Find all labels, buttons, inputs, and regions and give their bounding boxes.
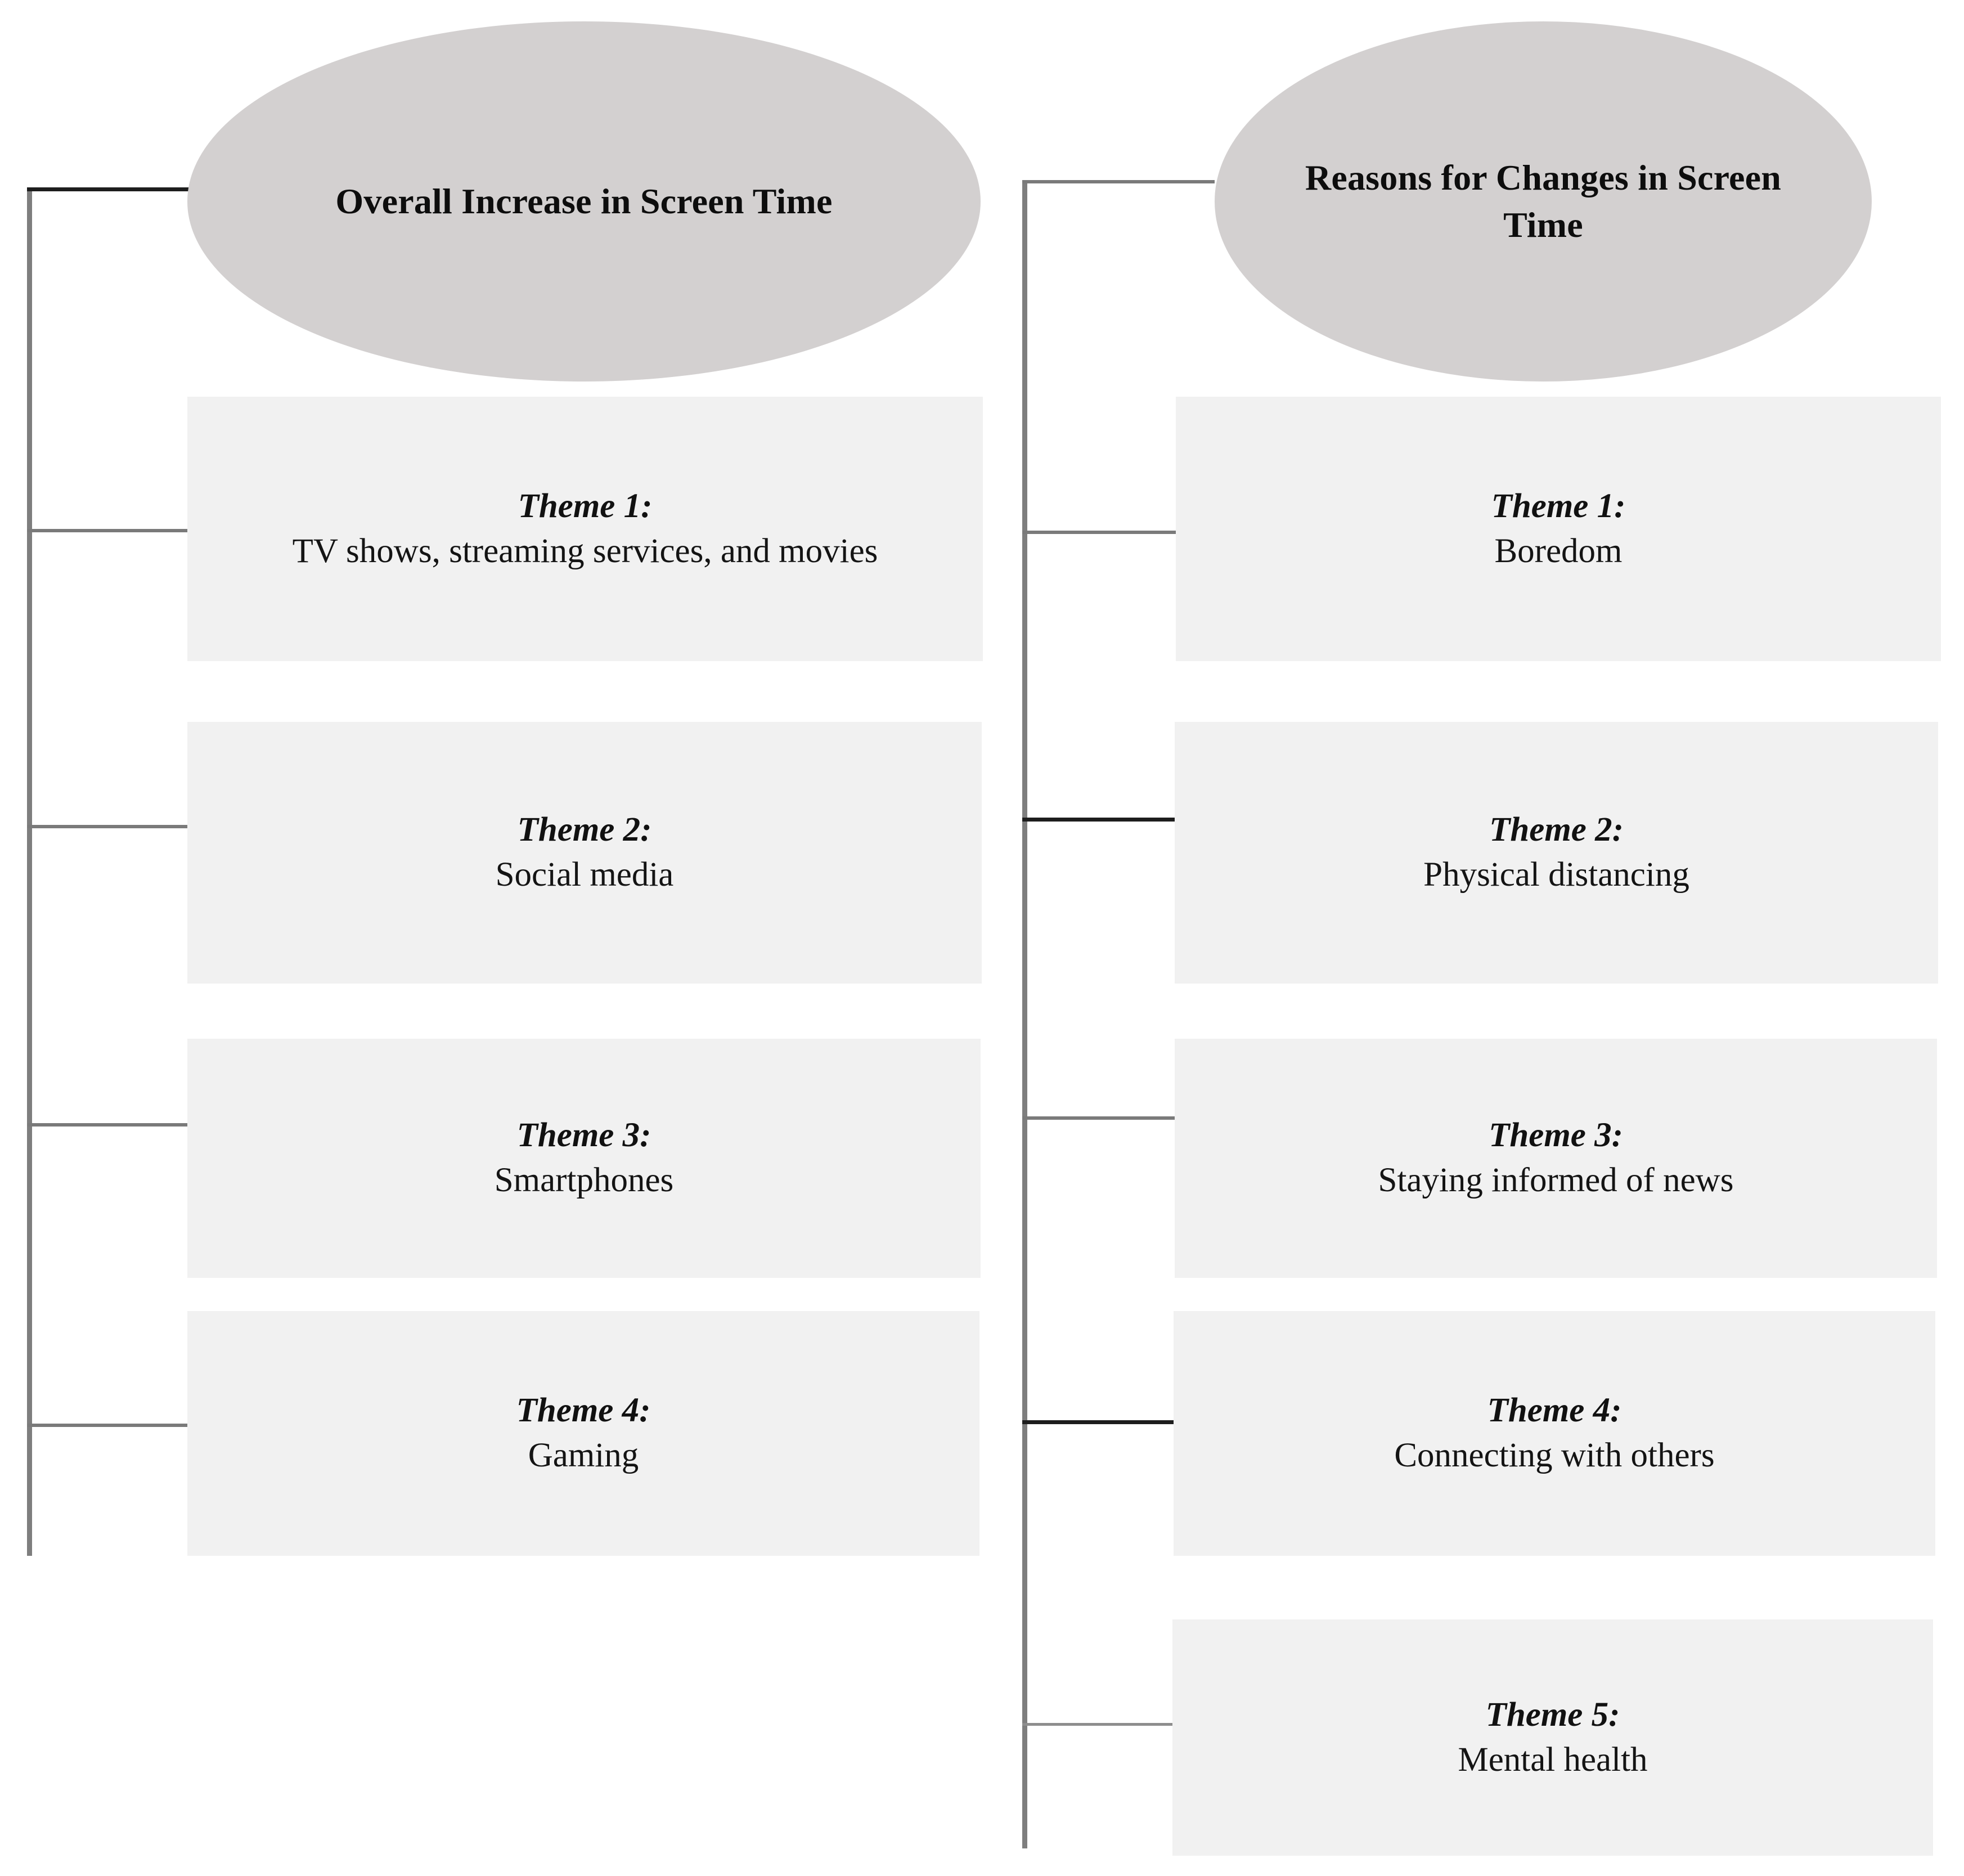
left-connector-theme-2 — [27, 825, 191, 828]
theme-title: Theme 1: — [518, 487, 653, 525]
right-connector-root — [1022, 180, 1215, 183]
theme-title: Theme 2: — [517, 811, 652, 849]
theme-box-left-4: Theme 4: Gaming — [187, 1311, 979, 1556]
theme-box-left-3: Theme 3: Smartphones — [187, 1039, 981, 1278]
theme-body: Smartphones — [494, 1161, 674, 1200]
right-connector-theme-3 — [1022, 1116, 1180, 1120]
right-connector-theme-1 — [1022, 531, 1181, 534]
theme-box-right-3: Theme 3: Staying informed of news — [1175, 1039, 1937, 1278]
right-connector-theme-4 — [1022, 1420, 1189, 1424]
theme-body: Gaming — [528, 1437, 639, 1475]
left-connector-theme-4 — [27, 1424, 191, 1427]
left-branch-spine — [27, 187, 32, 1556]
root-node-label: Overall Increase in Screen Time — [335, 181, 833, 221]
theme-box-left-2: Theme 2: Social media — [187, 722, 982, 984]
theme-title: Theme 4: — [516, 1392, 651, 1430]
theme-box-right-1: Theme 1: Boredom — [1176, 397, 1941, 661]
theme-box-right-2: Theme 2: Physical distancing — [1175, 722, 1938, 984]
right-connector-theme-5 — [1022, 1723, 1174, 1726]
theme-title: Theme 4: — [1487, 1392, 1622, 1430]
theme-box-right-4: Theme 4: Connecting with others — [1174, 1311, 1935, 1556]
root-node-overall-increase: Overall Increase in Screen Time — [187, 21, 981, 382]
theme-body: Mental health — [1458, 1740, 1648, 1779]
root-node-reasons-for-changes: Reasons for Changes in Screen Time — [1215, 21, 1872, 382]
theme-title: Theme 3: — [1489, 1116, 1623, 1155]
left-connector-theme-3 — [27, 1123, 191, 1127]
theme-body: Social media — [495, 856, 674, 894]
right-connector-theme-2 — [1022, 818, 1180, 822]
root-node-label: Reasons for Changes in Screen Time — [1305, 157, 1782, 245]
theme-body: Boredom — [1494, 532, 1623, 570]
theme-body: Connecting with others — [1394, 1437, 1715, 1475]
theme-body: TV shows, streaming services, and movies — [292, 532, 878, 570]
theme-body: Staying informed of news — [1378, 1161, 1734, 1200]
left-connector-theme-1 — [27, 529, 218, 532]
theme-body: Physical distancing — [1423, 856, 1689, 894]
theme-box-right-5: Theme 5: Mental health — [1172, 1619, 1933, 1856]
theme-title: Theme 5: — [1485, 1695, 1620, 1734]
theme-title: Theme 1: — [1491, 487, 1626, 525]
theme-title: Theme 3: — [516, 1116, 651, 1155]
theme-box-left-1: Theme 1: TV shows, streaming services, a… — [187, 397, 983, 661]
right-branch-spine — [1022, 180, 1027, 1848]
theme-title: Theme 2: — [1489, 811, 1624, 849]
left-connector-root — [27, 187, 220, 191]
